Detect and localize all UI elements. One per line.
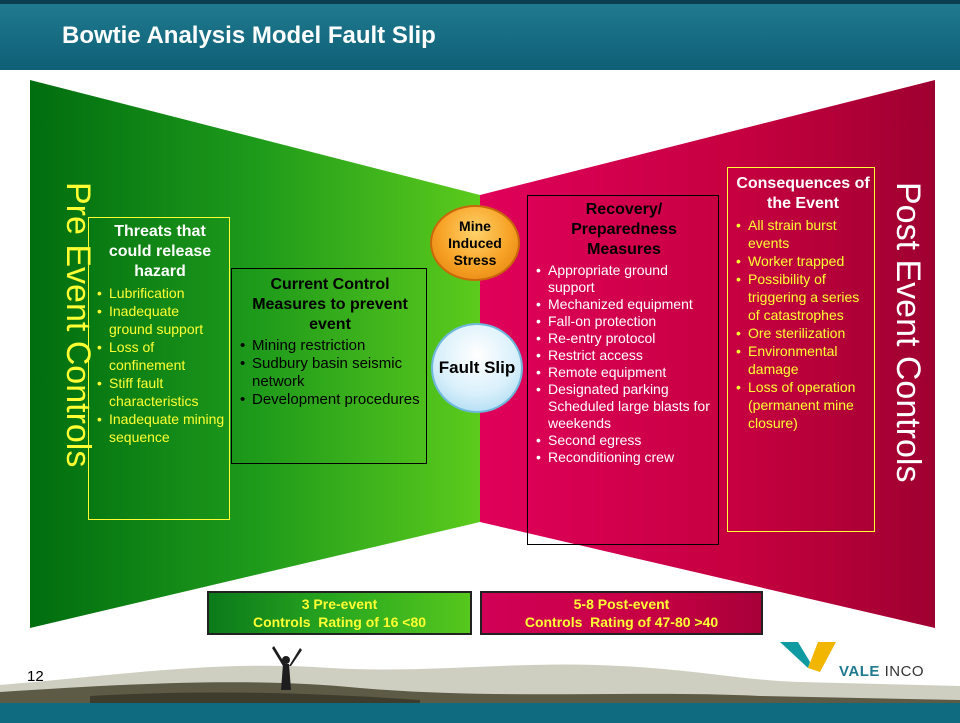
recovery-list: Appropriate ground support Mechanized eq… (534, 262, 714, 466)
list-item: Stiff fault characteristics (97, 374, 225, 410)
list-item: Worker trapped (736, 252, 872, 270)
logo-sub: INCO (879, 663, 925, 680)
pre-rating-line2: Controls Rating of 16 <80 (252, 614, 427, 630)
list-item: Re-entry protocol (536, 330, 714, 347)
list-item: Lubrification (97, 284, 225, 302)
list-item: Loss of operation (permanent mine closur… (736, 378, 872, 432)
consequences-heading: Consequences of the Event (736, 175, 870, 212)
hazard-circle: Mine Induced Stress (430, 205, 520, 281)
list-item: Development procedures (240, 391, 422, 409)
logo-text: VALE INCO (839, 663, 924, 680)
list-item: Sudbury basin seismic network (240, 355, 422, 391)
controls-heading: Current Control Measures to prevent even… (252, 276, 408, 333)
list-item: Reconditioning crew (536, 449, 714, 466)
post-event-rating: 5-8 Post-event Controls Rating of 47-80 … (480, 591, 763, 635)
controls-list: Mining restriction Sudbury basin seismic… (238, 337, 422, 409)
list-item: Loss of confinement (97, 338, 225, 374)
threats-list: Lubrification Inadequate ground support … (95, 284, 225, 446)
post-event-label: Post Event Controls (889, 182, 927, 483)
list-item: Ore sterilization (736, 324, 872, 342)
post-rating-line2: Controls Rating of 47-80 >40 (524, 614, 719, 630)
list-item: Appropriate ground support (536, 262, 714, 296)
list-item: Restrict access (536, 347, 714, 364)
pre-event-label: Pre Event Controls (59, 182, 97, 468)
controls-box: Current Control Measures to prevent even… (231, 268, 427, 464)
bottom-bar (0, 703, 960, 723)
list-item: All strain burst events (736, 216, 872, 252)
person-silhouette (272, 646, 302, 690)
list-item: Possibility of triggering a series of ca… (736, 270, 872, 324)
event-circle: Fault Slip (431, 323, 523, 413)
slide-title: Bowtie Analysis Model Fault Slip (62, 22, 436, 49)
list-item: Mechanized equipment (536, 296, 714, 313)
list-item: Remote equipment (536, 364, 714, 381)
list-item: Inadequate mining sequence (97, 410, 225, 446)
vale-inco-logo (780, 642, 836, 672)
post-rating-line1: 5-8 Post-event (573, 596, 670, 612)
title-bar: Bowtie Analysis Model Fault Slip (0, 0, 960, 70)
logo-main: VALE (839, 663, 880, 680)
slide-number: 12 (27, 668, 44, 685)
event-label: Fault Slip (438, 358, 516, 377)
consequences-list: All strain burst events Worker trapped P… (734, 216, 872, 432)
list-item: Fall-on protection (536, 313, 714, 330)
list-item: Inadequate ground support (97, 302, 225, 338)
pre-rating-line1: 3 Pre-event (301, 596, 378, 612)
threats-box: Threats that could release hazard Lubrif… (88, 217, 230, 520)
recovery-heading: Recovery/ Preparedness Measures (571, 201, 677, 258)
list-item: Second egress (536, 432, 714, 449)
list-item: Designated parking Scheduled large blast… (536, 381, 714, 432)
recovery-box: Recovery/ Preparedness Measures Appropri… (527, 195, 719, 545)
threats-heading: Threats that could release hazard (108, 223, 212, 280)
hazard-label: Mine Induced Stress (448, 217, 502, 268)
list-item: Mining restriction (240, 337, 422, 355)
list-item: Environmental damage (736, 342, 872, 378)
pre-event-rating: 3 Pre-event Controls Rating of 16 <80 (207, 591, 472, 635)
consequences-box: Consequences of the Event All strain bur… (727, 167, 875, 532)
